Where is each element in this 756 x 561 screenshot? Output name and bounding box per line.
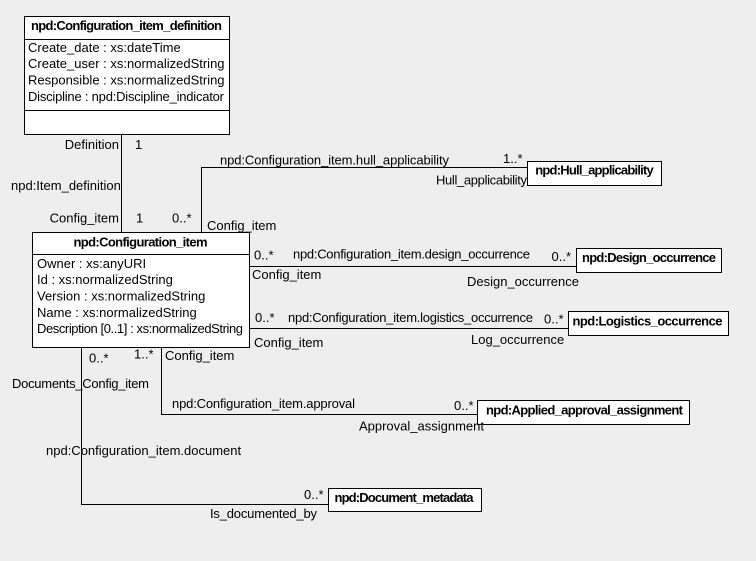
svg-text:Name : xs:normalizedString: Name : xs:normalizedString: [37, 305, 197, 320]
svg-text:Responsible : xs:normalizedStr: Responsible : xs:normalizedString: [28, 73, 225, 88]
svg-text:0..*: 0..*: [552, 249, 572, 264]
svg-text:0..*: 0..*: [544, 312, 564, 327]
svg-text:0..*: 0..*: [454, 398, 474, 413]
svg-text:Is_documented_by: Is_documented_by: [210, 506, 318, 521]
svg-text:Version : xs:normalizedString: Version : xs:normalizedString: [37, 289, 205, 304]
svg-text:npd:Configuration_item: npd:Configuration_item: [74, 235, 208, 250]
svg-text:Config_item: Config_item: [50, 211, 119, 226]
svg-text:Design_occurrence: Design_occurrence: [467, 274, 579, 289]
svg-text:Create_date : xs:dateTime: Create_date : xs:dateTime: [28, 40, 181, 55]
svg-text:npd:Item_definition: npd:Item_definition: [11, 178, 121, 193]
svg-text:npd:Configuration_item.hull_ap: npd:Configuration_item.hull_applicabilit…: [220, 153, 450, 168]
svg-text:0..*: 0..*: [254, 248, 274, 263]
svg-text:npd:Configuration_item.logisti: npd:Configuration_item.logistics_occurre…: [288, 310, 533, 325]
svg-text:npd:Logistics_occurrence: npd:Logistics_occurrence: [573, 314, 723, 329]
svg-text:npd:Applied_approval_assignmen: npd:Applied_approval_assignment: [486, 403, 684, 418]
svg-text:1..*: 1..*: [134, 347, 154, 362]
svg-text:npd:Configuration_item_definit: npd:Configuration_item_definition: [31, 18, 222, 33]
svg-text:npd:Design_occurrence: npd:Design_occurrence: [582, 250, 716, 265]
svg-text:Documents_Config_item: Documents_Config_item: [12, 376, 149, 391]
svg-text:1..*: 1..*: [503, 151, 523, 166]
svg-text:0..*: 0..*: [255, 310, 275, 325]
svg-text:Hull_applicability: Hull_applicability: [436, 173, 528, 188]
svg-text:npd:Configuration_item.documen: npd:Configuration_item.document: [46, 443, 242, 458]
svg-text:Config_item: Config_item: [165, 348, 234, 363]
svg-text:0..*: 0..*: [89, 351, 109, 366]
svg-text:0..*: 0..*: [172, 211, 192, 226]
svg-text:Definition: Definition: [65, 137, 119, 152]
svg-text:Create_user : xs:normalizedStr: Create_user : xs:normalizedString: [28, 56, 225, 71]
svg-text:Config_item: Config_item: [254, 335, 323, 350]
svg-text:npd:Hull_applicability: npd:Hull_applicability: [535, 163, 654, 178]
svg-text:Approval_assignment: Approval_assignment: [359, 419, 484, 434]
svg-text:Log_occurrence: Log_occurrence: [471, 332, 564, 347]
svg-text:Id : xs:normalizedString: Id : xs:normalizedString: [37, 272, 173, 287]
svg-text:Config_item: Config_item: [207, 218, 276, 233]
svg-text:1: 1: [136, 211, 143, 226]
svg-text:Discipline : npd:Discipline_in: Discipline : npd:Discipline_indicator: [28, 89, 225, 104]
svg-text:npd:Configuration_item.approva: npd:Configuration_item.approval: [172, 396, 355, 411]
svg-text:Owner : xs:anyURI: Owner : xs:anyURI: [37, 256, 146, 271]
svg-text:0..*: 0..*: [304, 487, 324, 502]
svg-text:npd:Document_metadata: npd:Document_metadata: [335, 490, 475, 505]
svg-text:Description [0..1] : xs:normal: Description [0..1] : xs:normalizedString: [37, 321, 243, 336]
svg-text:Config_item: Config_item: [252, 267, 321, 282]
svg-text:1: 1: [135, 137, 142, 152]
svg-text:npd:Configuration_item.design_: npd:Configuration_item.design_occurrence: [293, 247, 530, 262]
